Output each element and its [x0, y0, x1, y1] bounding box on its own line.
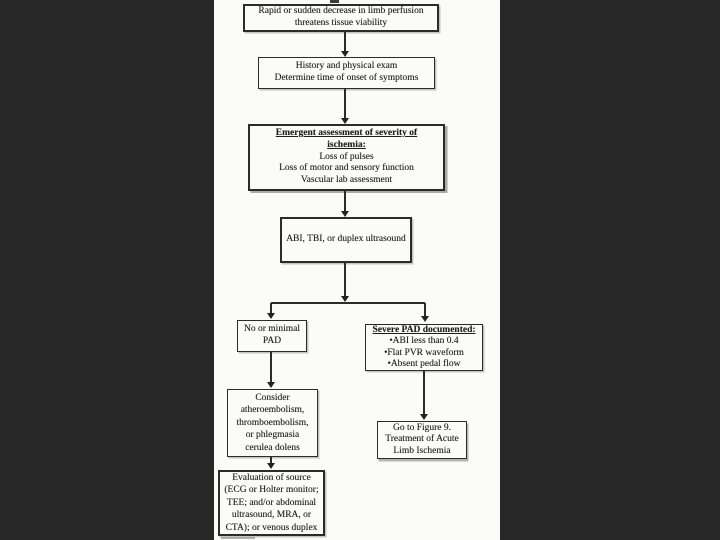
arrow-branch-to-no-pad	[267, 303, 276, 319]
node-evaluation-of-source: Evaluation of source (ECG or Holter moni…	[218, 470, 325, 536]
arrow-history-to-emergent	[341, 89, 350, 124]
text-line: Rapid or sudden decrease in limb perfusi…	[258, 6, 424, 17]
text-line: cerulea dolens	[245, 442, 300, 453]
arrowhead-icon	[267, 382, 275, 388]
arrowhead-icon	[267, 313, 275, 319]
scan-artifact-tick	[330, 0, 339, 3]
bullet-line: •ABI less than 0.4	[389, 336, 459, 347]
node-go-to-figure9: Go to Figure 9. Treatment of Acute Limb …	[377, 421, 467, 459]
arrow-branch-to-severe-pad	[421, 303, 430, 322]
text-line: Treatment of Acute	[385, 434, 459, 445]
arrow-severe-to-figure9	[420, 371, 429, 420]
text-line: No or minimal	[244, 324, 300, 335]
text-line: Loss of pulses	[319, 151, 374, 162]
arrowhead-icon	[341, 51, 349, 57]
node-abi-tbi-duplex: ABI, TBI, or duplex ultrasound	[280, 217, 412, 263]
node-history-physical-exam: History and physical exam Determine time…	[258, 57, 435, 89]
branch-connector-line	[271, 302, 425, 304]
text-line: or phlegmasia	[245, 430, 300, 441]
arrow-shaft	[344, 89, 346, 118]
text-line: Consider	[255, 392, 290, 403]
arrow-shaft	[270, 352, 272, 382]
arrow-no-pad-to-consider	[267, 352, 276, 388]
node-title: Severe PAD documented:	[372, 325, 476, 336]
text-line: thromboembolism,	[236, 417, 309, 428]
arrow-shaft	[270, 303, 272, 313]
text-line: CTA); or venous duplex	[225, 522, 318, 533]
node-title: Emergent assessment of severity of ische…	[275, 128, 418, 150]
bullet-line: •Absent pedal flow	[387, 358, 461, 369]
arrow-shaft	[344, 31, 346, 51]
arrow-emergent-to-abi	[341, 191, 350, 217]
node-no-minimal-pad: No or minimal PAD	[237, 320, 307, 352]
arrowhead-icon	[267, 463, 275, 469]
text-line: Determine time of onset of symptoms	[274, 73, 419, 83]
node-rapid-decrease: Rapid or sudden decrease in limb perfusi…	[243, 4, 439, 32]
text-line: atheroembolism,	[240, 405, 305, 416]
text-line: Limb Ischemia	[393, 445, 451, 456]
arrow-shaft	[344, 263, 346, 296]
arrowhead-icon	[341, 296, 349, 302]
text-line: threatens tissue viability	[294, 18, 388, 28]
scan-artifact-smudge	[221, 537, 255, 539]
text-line: Go to Figure 9.	[392, 422, 452, 433]
arrow-consider-to-evaluation	[267, 457, 276, 469]
arrowhead-icon	[420, 414, 428, 420]
text-line: PAD	[262, 336, 282, 346]
text-line: TEE; and/or abdominal	[226, 497, 317, 508]
bullet-line: •Flat PVR waveform	[384, 347, 464, 358]
node-consider-etiologies: Consider atheroembolism, thromboembolism…	[227, 389, 318, 457]
arrow-shaft	[424, 303, 426, 316]
text-line: Loss of motor and sensory function	[279, 163, 414, 174]
text-line: ABI, TBI, or duplex ultrasound	[286, 234, 406, 245]
text-line: ultrasound, MRA, or	[231, 510, 312, 521]
arrowhead-icon	[421, 316, 429, 322]
text-line: Vascular lab assessment	[300, 175, 393, 186]
text-line: History and physical exam	[295, 61, 398, 72]
text-line: (ECG or Holter monitor;	[224, 485, 319, 496]
arrow-shaft	[344, 191, 346, 211]
arrowhead-icon	[341, 118, 349, 124]
arrow-shaft	[270, 457, 272, 463]
arrow-abi-to-branch	[341, 263, 350, 302]
arrowhead-icon	[341, 211, 349, 217]
arrow-shaft	[423, 371, 425, 414]
text-line: Evaluation of source	[232, 472, 311, 483]
node-severe-pad-documented: Severe PAD documented: •ABI less than 0.…	[365, 324, 483, 371]
node-emergent-assessment: Emergent assessment of severity of ische…	[248, 124, 445, 191]
arrow-rapid-to-history	[341, 31, 350, 57]
